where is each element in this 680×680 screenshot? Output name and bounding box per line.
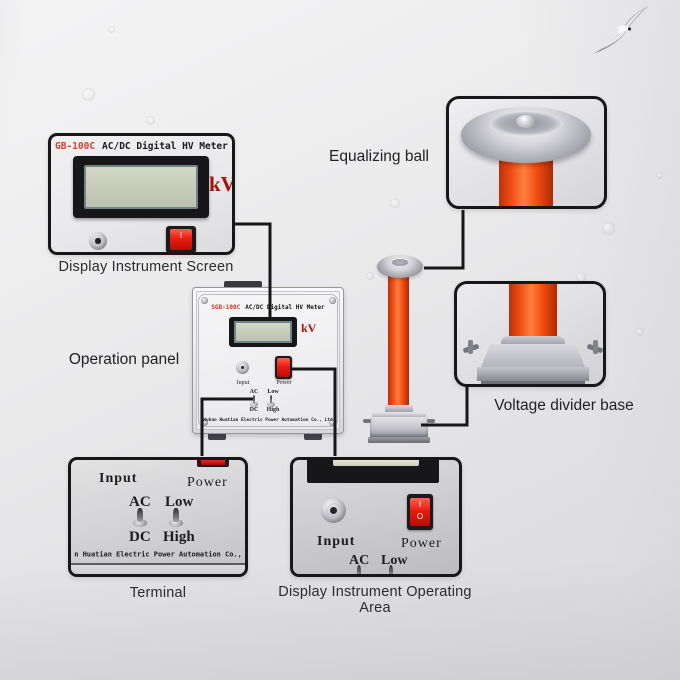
bnc-hole <box>95 238 101 244</box>
panel-input-label: Input <box>236 380 250 386</box>
terminal-case-lower <box>71 565 245 574</box>
operating-area-inset: I O Input Power AC Low <box>290 457 462 577</box>
panel-lcd-screen <box>234 321 292 343</box>
screen-inset-lcd-bezel <box>73 156 209 218</box>
bubble-decoration <box>108 26 115 33</box>
terminal-range-toggle <box>169 507 183 527</box>
terminal-caption: Terminal <box>129 585 187 601</box>
bubble-decoration <box>602 222 615 235</box>
divider-base-body <box>370 417 428 438</box>
operating-ac-toggle <box>353 565 365 574</box>
panel-power-switch <box>275 356 292 379</box>
screw-icon <box>201 297 208 304</box>
divider-base-inset <box>454 281 606 387</box>
rocker-on-mark: I <box>418 499 422 509</box>
panel-title: AC/DC Digital HV Meter <box>245 304 325 311</box>
operation-panel-label: Operation panel <box>68 351 180 368</box>
operating-input-label: Input <box>317 534 356 549</box>
bubble-decoration <box>636 328 644 336</box>
terminal-ac-label: AC <box>129 494 151 510</box>
inset-base-wingbolt-left-stem <box>468 340 473 354</box>
operating-input-connector <box>321 498 346 523</box>
panel-power-label: Power <box>276 380 292 386</box>
panel-input-connector <box>236 361 249 374</box>
terminal-high-label: High <box>163 529 195 545</box>
power-rocker: I O <box>410 497 430 527</box>
panel-low-label: Low <box>267 389 279 395</box>
inset-base-front-face <box>477 367 589 381</box>
screen-inset-title: AC/DC Digital HV Meter <box>102 141 228 152</box>
bubble-decoration <box>82 88 95 101</box>
screen-inset-model: GB-100C <box>55 141 96 152</box>
bnc-hole <box>240 365 245 370</box>
panel-range-toggle <box>267 395 275 407</box>
divider-base-collar <box>385 405 413 414</box>
divider-tube <box>388 272 409 412</box>
operation-panel-device: SGB-100C AC/DC Digital HV Meter kV Input… <box>192 287 344 434</box>
panel-ac-label: AC <box>249 389 259 395</box>
operating-area-caption: Display Instrument Operating Area <box>278 584 472 616</box>
terminal-low-label: Low <box>165 494 194 510</box>
terminal-acdc-toggle <box>133 507 147 527</box>
power-rocker <box>201 460 225 465</box>
bubble-decoration <box>656 172 663 179</box>
rocker-off-mark: O <box>416 511 424 521</box>
panel-kv-unit: kV <box>301 321 317 335</box>
terminal-input-label: Input <box>99 471 138 486</box>
operating-power-label: Power <box>401 536 442 551</box>
callout-line-ball-inset-to-divider <box>424 210 465 270</box>
divider-base-foot <box>368 437 430 443</box>
terminal-company-text: n Huatian Electric Power Automation Co., <box>74 549 242 559</box>
operating-lcd-screen <box>333 460 419 466</box>
operating-power-switch: I O <box>407 494 433 530</box>
screw-icon <box>329 297 336 304</box>
divider-base-bolt-left <box>363 419 371 423</box>
operating-ac-label: AC <box>349 553 370 568</box>
background-sheen <box>0 560 680 680</box>
bubble-decoration <box>390 198 400 208</box>
operating-low-toggle <box>385 565 397 574</box>
screen-inset-power-switch: I <box>166 226 196 252</box>
operating-low-label: Low <box>381 553 408 568</box>
panel-dc-label: DC <box>249 407 259 413</box>
power-rocker: I <box>169 228 193 251</box>
inset-base-bottom-lip <box>481 381 585 384</box>
screen-inset-header: GB-100C AC/DC Digital HV Meter <box>55 141 228 152</box>
terminal-power-label: Power <box>187 475 228 490</box>
bubble-decoration <box>146 116 155 125</box>
inset-base-wingbolt-right-stem <box>593 340 598 354</box>
panel-acdc-toggle <box>250 395 258 407</box>
panel-model: SGB-100C <box>211 304 241 311</box>
terminal-dc-label: DC <box>129 529 151 545</box>
equalizing-ball-inset <box>446 96 607 209</box>
divider-base-bolt-right <box>427 419 435 423</box>
divider-base-label: Voltage divider base <box>494 397 634 414</box>
screen-inset-input-connector <box>89 232 107 250</box>
terminal-inset: Input Power AC Low DC High n Huatian Ele… <box>68 457 248 577</box>
screen-inset-lcd <box>84 165 198 209</box>
screen-inset-kv-unit: kV <box>209 172 235 196</box>
divider-base-flange <box>372 412 426 418</box>
panel-high-label: High <box>266 407 280 413</box>
panel-company-text: Wuhan Huatian Electric Power Automation … <box>203 416 333 423</box>
terminal-power-switch-edge <box>197 460 229 467</box>
bnc-hole <box>330 507 337 514</box>
equalizing-ball-label: Equalizing ball <box>329 148 429 165</box>
divider-equalizing-ball <box>377 255 423 278</box>
inset-ball-knob <box>516 115 536 128</box>
screen-inset: GB-100C AC/DC Digital HV Meter kV I <box>48 133 235 255</box>
divider-ball-dimple <box>392 259 408 266</box>
inset-base-top-face <box>481 344 585 367</box>
screen-inset-caption: Display Instrument Screen <box>58 259 234 275</box>
power-rocker <box>277 358 290 377</box>
panel-header: SGB-100C AC/DC Digital HV Meter <box>193 304 343 311</box>
panel-lcd-bezel <box>229 317 297 347</box>
operating-lcd-bezel <box>307 460 439 483</box>
inset-base-tube <box>509 284 557 342</box>
seagull-icon <box>593 6 648 54</box>
terminal-case-edge <box>71 563 245 565</box>
bubble-decoration <box>366 272 374 280</box>
